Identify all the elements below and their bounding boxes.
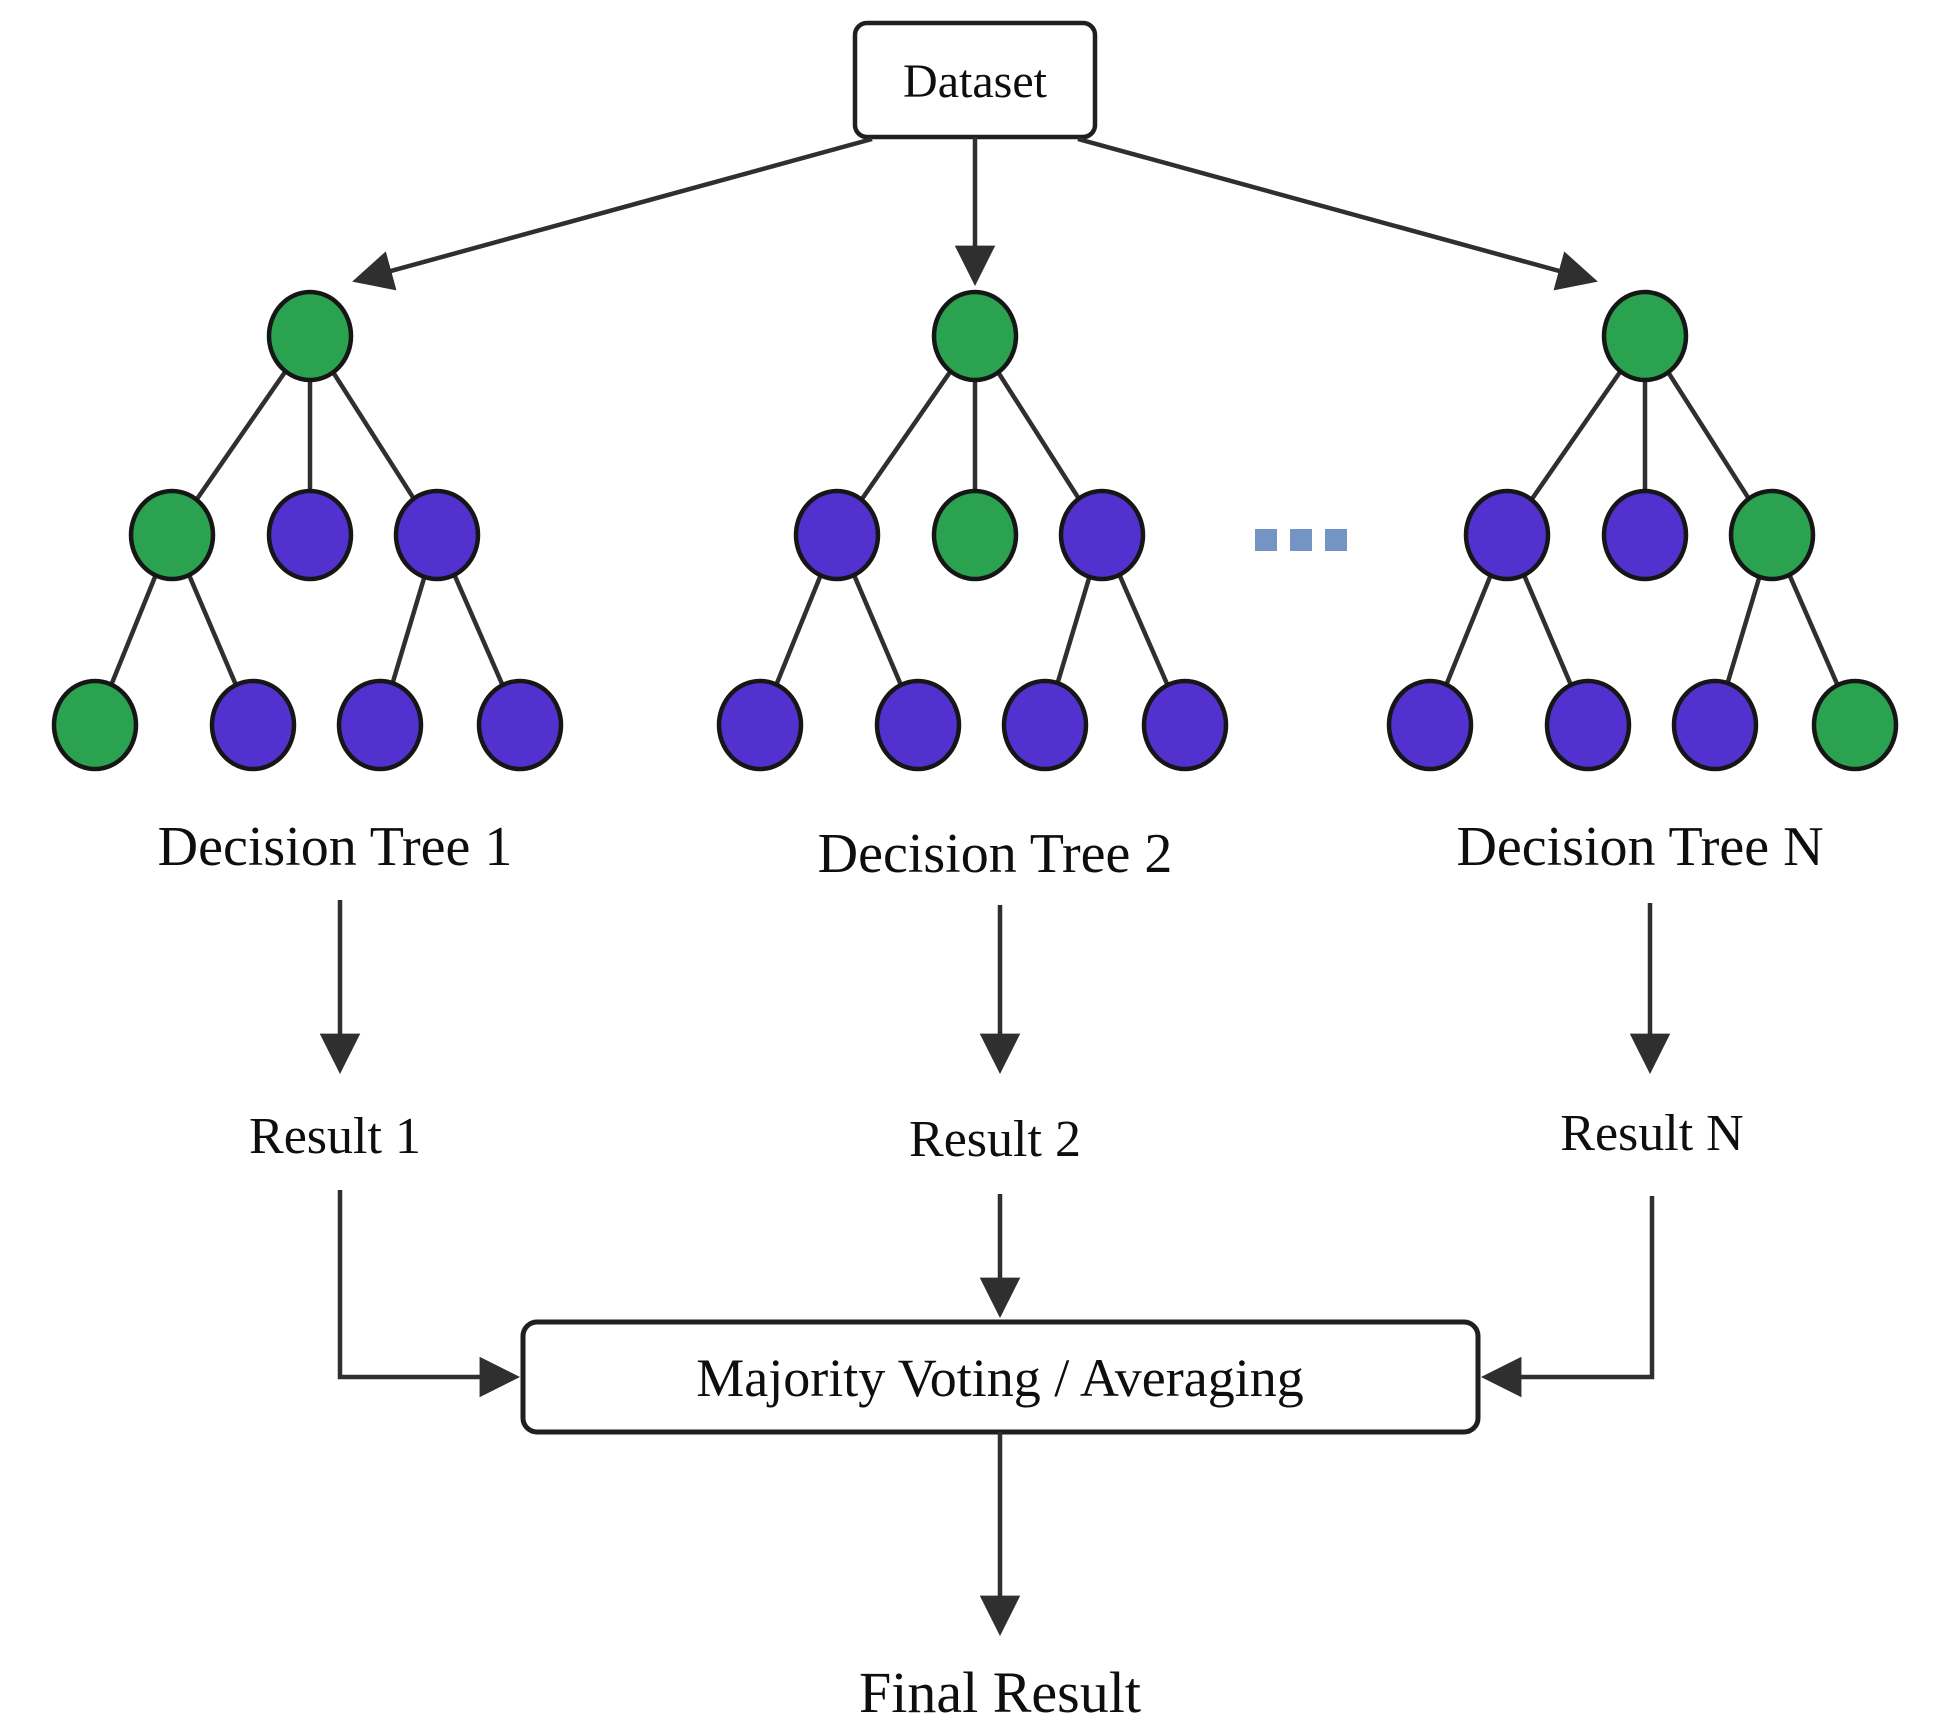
tree2-level2-node-0 bbox=[793, 488, 881, 582]
tree3-level3-node-0 bbox=[1386, 678, 1474, 772]
result1-to-voting-connector bbox=[337, 1190, 521, 1398]
tree3-level3-node-1 bbox=[1544, 678, 1632, 772]
tree2-level3-node-0 bbox=[716, 678, 804, 772]
tree3-level3-node-3 bbox=[1811, 678, 1899, 772]
tree1-level2-node-2 bbox=[393, 488, 481, 582]
decision-tree-1 bbox=[51, 289, 564, 772]
ellipsis-dots bbox=[1255, 529, 1347, 551]
tree1-level2-node-0 bbox=[128, 488, 216, 582]
tree1-level3-node-3 bbox=[476, 678, 564, 772]
result3-to-voting-connector bbox=[1480, 1196, 1655, 1398]
decision-tree-2 bbox=[716, 289, 1229, 772]
ellipsis-dot-1 bbox=[1290, 529, 1312, 551]
result3-label: Result N bbox=[1560, 1105, 1743, 1162]
tree3-level2-node-2 bbox=[1728, 488, 1816, 582]
dataset-label: Dataset bbox=[903, 55, 1048, 108]
tree3-level2-node-1 bbox=[1601, 488, 1689, 582]
tree3-label: Decision Tree N bbox=[1456, 816, 1823, 878]
tree2-level3-node-3 bbox=[1141, 678, 1229, 772]
tree1-level3-node-1 bbox=[209, 678, 297, 772]
result2-label: Result 2 bbox=[909, 1111, 1081, 1168]
final-result-label: Final Result bbox=[859, 1660, 1141, 1725]
tree3-level3-node-2 bbox=[1671, 678, 1759, 772]
tree1-level2-node-1 bbox=[266, 488, 354, 582]
tree2-level2-node-1 bbox=[931, 488, 1019, 582]
ellipsis-dot-2 bbox=[1325, 529, 1347, 551]
tree1-label: Decision Tree 1 bbox=[158, 816, 513, 878]
tree1-root-node bbox=[266, 289, 354, 383]
tree2-level3-node-1 bbox=[874, 678, 962, 772]
tree1-level3-node-0 bbox=[51, 678, 139, 772]
result1-label: Result 1 bbox=[249, 1108, 421, 1165]
tree3-level2-node-0 bbox=[1463, 488, 1551, 582]
tree2-level3-node-2 bbox=[1001, 678, 1089, 772]
dataset-to-tree3-arrow bbox=[1077, 136, 1598, 291]
dataset-to-tree1-arrow bbox=[352, 136, 873, 291]
majority-voting-label: Majority Voting / Averaging bbox=[696, 1348, 1303, 1408]
tree3-root-node bbox=[1601, 289, 1689, 383]
decision-trees-layer bbox=[51, 289, 1899, 772]
tree2-label: Decision Tree 2 bbox=[818, 823, 1173, 885]
decision-tree-3 bbox=[1386, 289, 1899, 772]
ellipsis-dot-0 bbox=[1255, 529, 1277, 551]
tree1-level3-node-2 bbox=[336, 678, 424, 772]
tree2-root-node bbox=[931, 289, 1019, 383]
tree2-level2-node-2 bbox=[1058, 488, 1146, 582]
